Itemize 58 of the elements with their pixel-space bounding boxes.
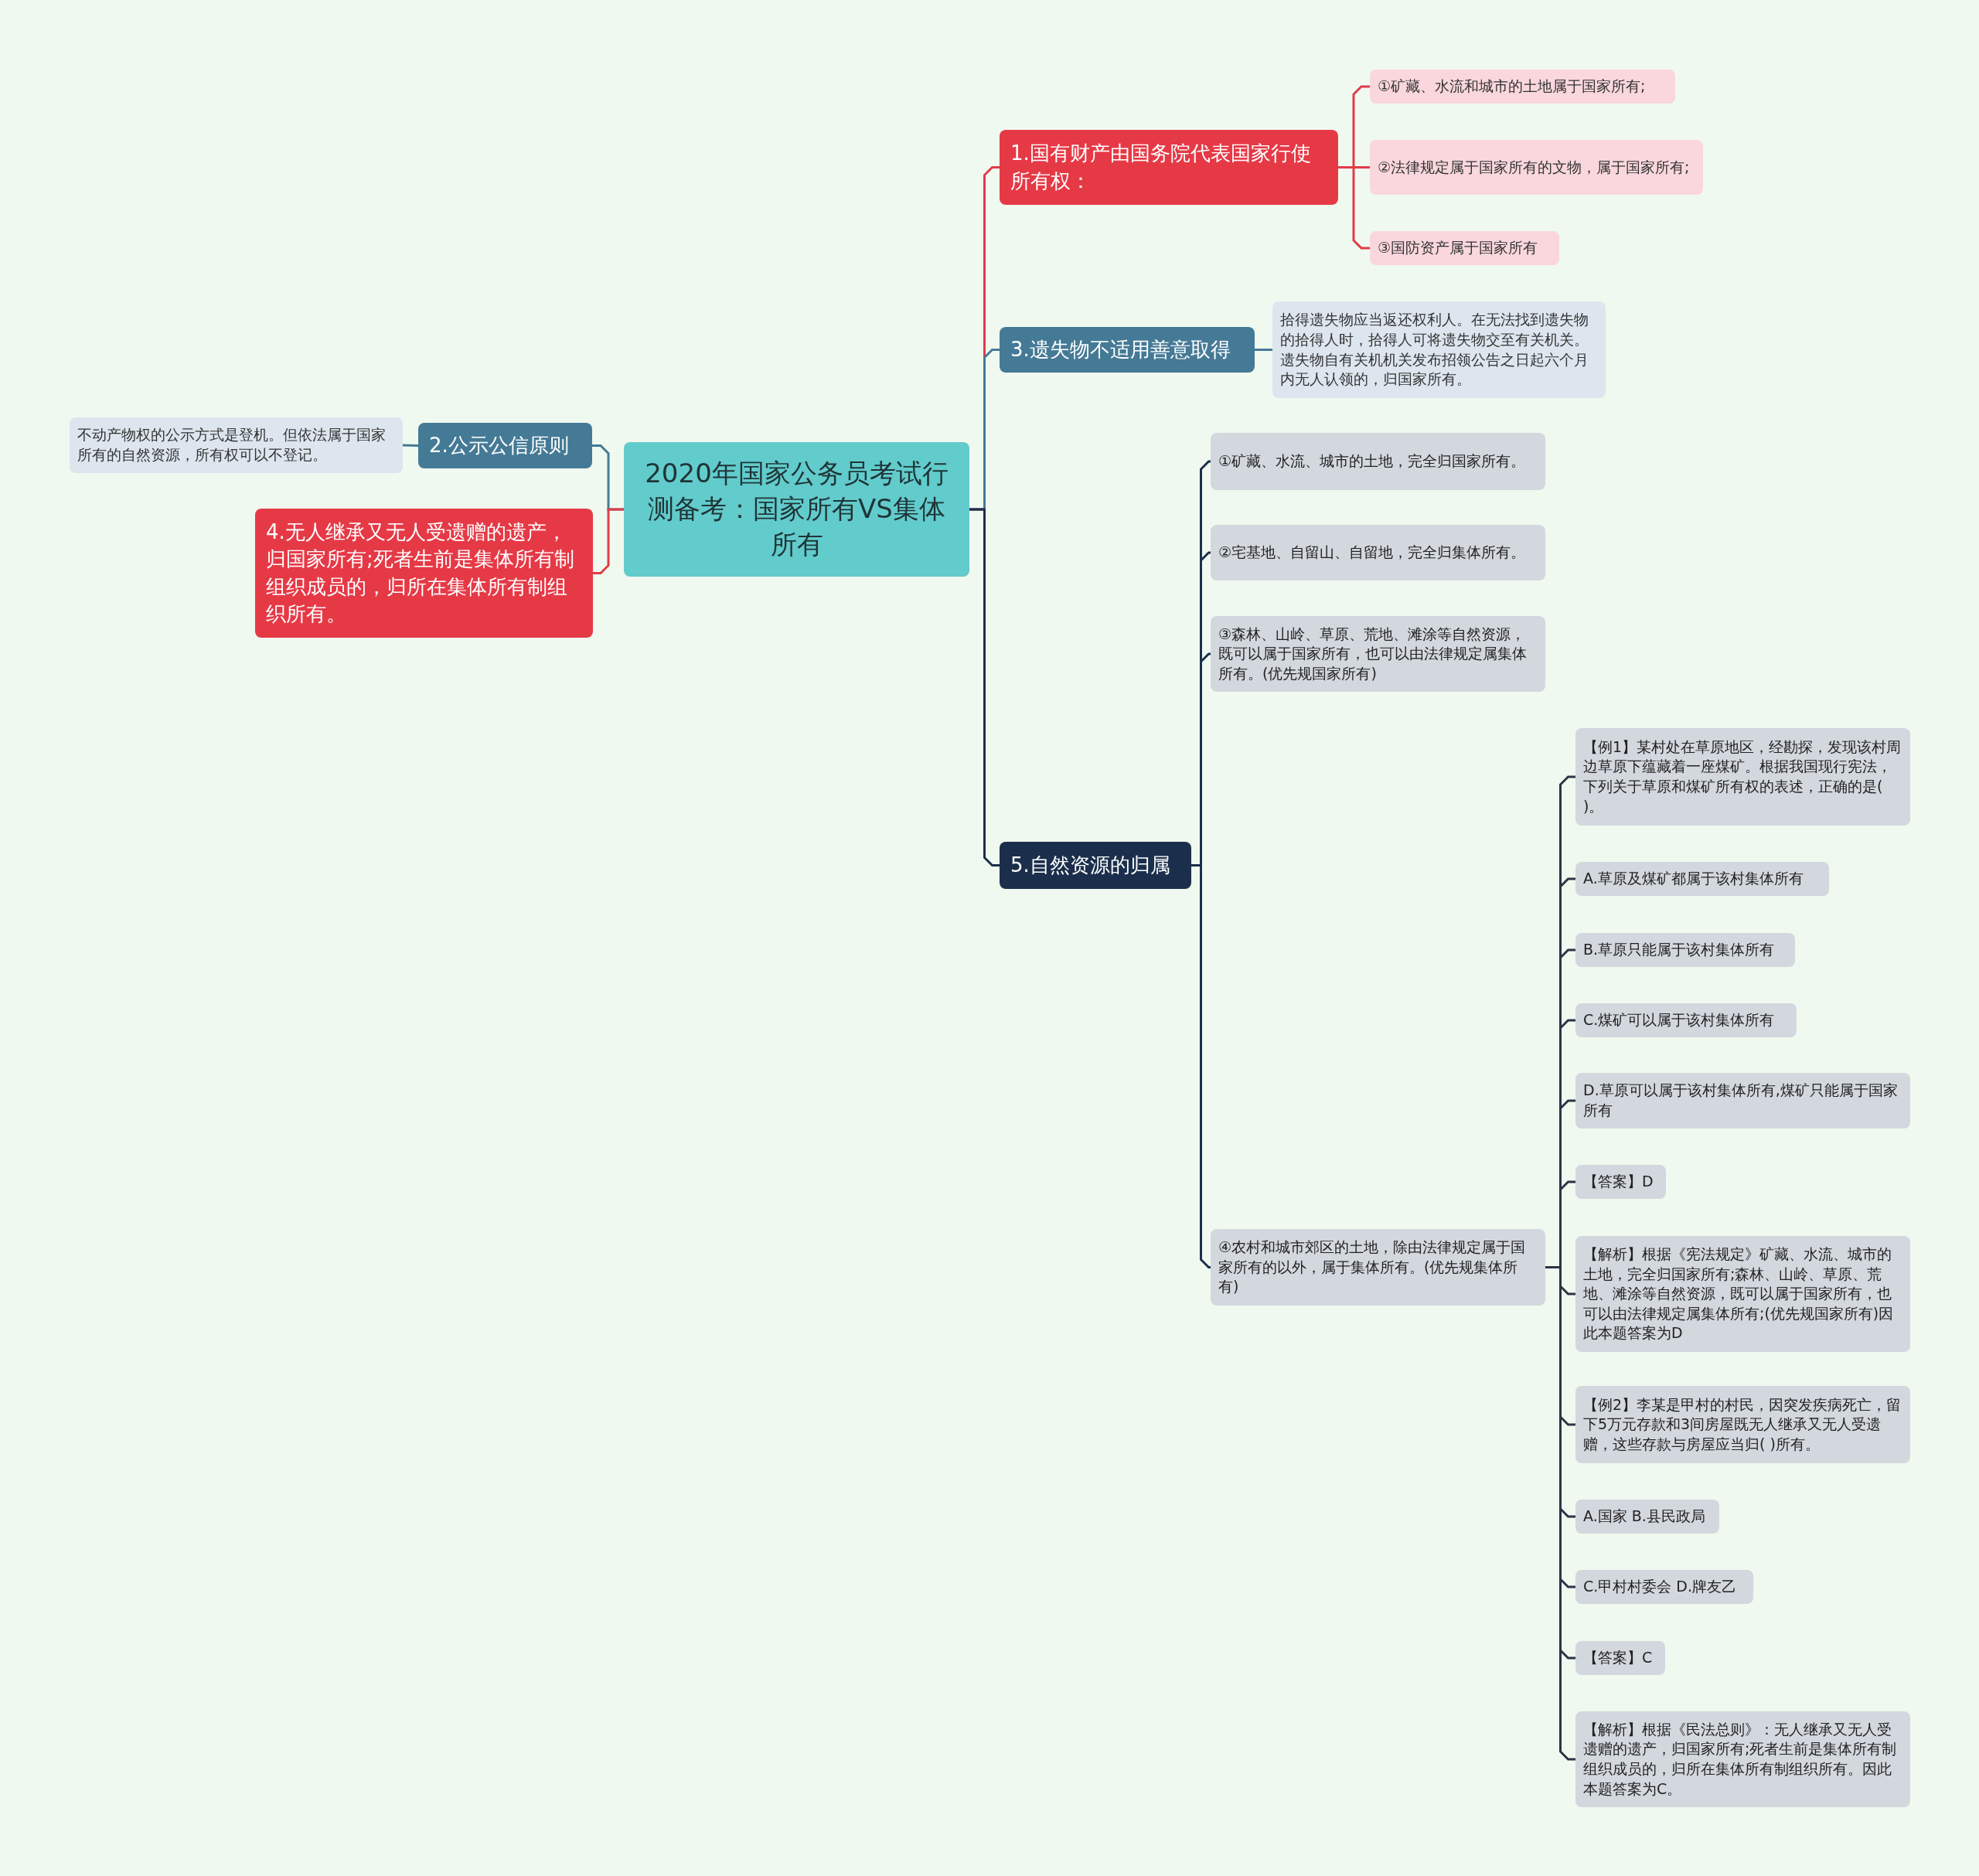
subtopic-box bbox=[1272, 301, 1606, 398]
subtopic-text: ③国防资产属于国家所有 bbox=[1378, 238, 1539, 258]
subtopic-text: ①矿藏、水流、城市的土地，完全归国家所有。 bbox=[1218, 451, 1527, 472]
subtopic-box bbox=[70, 417, 403, 473]
subtopic-text: 【答案】C bbox=[1583, 1648, 1654, 1668]
topic-text: 2.公示公信原则 bbox=[429, 432, 570, 458]
subtopic-text: C.甲村村委会 D.牌友乙 bbox=[1583, 1577, 1737, 1597]
topic-text: 4.无人继承又无人受遗赠的遗产，归国家所有;死者生前是集体所有制组织成员的，归所在集体所有制组织所有。 bbox=[266, 519, 575, 627]
subtopic-text: 不动产物权的公示方式是登机。但依法属于国家所有的自然资源，所有权可以不登记。 bbox=[77, 425, 387, 465]
subtopic-box bbox=[1575, 1165, 1666, 1199]
subtopic-box bbox=[1575, 1500, 1719, 1534]
subtopic-text: 【答案】D bbox=[1583, 1172, 1654, 1192]
subtopic-text: ④农村和城市郊区的土地，除由法律规定属于国家所有的以外，属于集体所有。(优先规集体所有) bbox=[1218, 1238, 1527, 1297]
subtopic-text: 拾得遗失物应当返还权利人。在无法找到遗失物的拾得人时，拾得人可将遗失物交至有关机关。遗失物自有关机机关发布招领公告之日起六个月内无人认领的，归国家所有。 bbox=[1280, 310, 1589, 390]
central-topic-text: 2020年国家公务员考试行测备考：国家所有VS集体所有 bbox=[644, 457, 949, 561]
subtopic-box bbox=[1575, 933, 1795, 967]
subtopic-text: 【解析】根据《民法总则》：无人继承又无人受遗赠的遗产，归国家所有;死者生前是集体所有制组织成员的，归所在集体所有制组织所有。因此本题答案为C。 bbox=[1583, 1719, 1898, 1799]
subtopic-box bbox=[1575, 1073, 1910, 1129]
subtopic-box bbox=[1575, 1570, 1753, 1604]
subtopic-box bbox=[1575, 728, 1910, 826]
main-topic-box bbox=[1000, 130, 1338, 205]
subtopic-text: ②宅基地、自留山、自留地，完全归集体所有。 bbox=[1218, 543, 1527, 563]
connector-line bbox=[1255, 349, 1272, 351]
main-topic-box bbox=[1000, 842, 1191, 889]
subtopic-text: 【例2】李某是甲村的村民，因突发疾病死亡，留下5万元存款和3间房屋既无人继承又无人受遗赠，这些存款与房屋应当归( )所有。 bbox=[1583, 1394, 1902, 1454]
subtopic-text: A.国家 B.县民政局 bbox=[1583, 1507, 1706, 1527]
subtopic-box bbox=[1575, 1386, 1910, 1463]
subtopic-box bbox=[1575, 1236, 1910, 1352]
subtopic-box bbox=[1211, 525, 1545, 581]
subtopic-box bbox=[1575, 862, 1829, 896]
connector-line bbox=[969, 508, 1000, 867]
subtopic-text: 【例1】某村处在草原地区，经勘探，发现该村周边草原下蕴藏着一座煤矿。根据我国现行宪法，下列关于草原和煤矿所有权的表述，正确的是( )。 bbox=[1583, 737, 1902, 816]
main-topic-box bbox=[1000, 327, 1255, 373]
subtopic-text: ①矿藏、水流和城市的土地属于国家所有; bbox=[1378, 77, 1647, 97]
subtopic-box bbox=[1575, 1003, 1797, 1037]
subtopic-text: D.草原可以属于该村集体所有,煤矿只能属于国家所有 bbox=[1583, 1081, 1899, 1120]
subtopic-box bbox=[1575, 1711, 1910, 1807]
subtopic-box bbox=[1370, 70, 1675, 104]
subtopic-text: B.草原只能属于该村集体所有 bbox=[1583, 940, 1776, 960]
main-topic-box bbox=[418, 423, 592, 468]
main-topic-box bbox=[255, 509, 593, 638]
subtopic-text: ③森林、山岭、草原、荒地、滩涂等自然资源，既可以属于国家所有，也可以由法律规定属集体所有。(优先规国家所有) bbox=[1218, 624, 1528, 683]
central-topic-box bbox=[624, 442, 969, 577]
connector-line bbox=[402, 444, 419, 447]
subtopic-text: ②法律规定属于国家所有的文物，属于国家所有; bbox=[1378, 157, 1691, 177]
connector-line bbox=[593, 508, 624, 574]
subtopic-text: 【解析】根据《宪法规定》矿藏、水流、城市的土地，完全归国家所有;森林、山岭、草原、荒地、滩涂等自然资源，既可以属于国家所有，也可以由法律规定属集体所有;(优先规国家所有)因此本题答案为D bbox=[1583, 1244, 1895, 1343]
topic-text: 1.国有财产由国务院代表国家行使所有权： bbox=[1010, 141, 1312, 194]
subtopic-box bbox=[1575, 1641, 1665, 1675]
subtopic-box bbox=[1211, 1229, 1545, 1306]
subtopic-text: A.草原及煤矿都属于该村集体所有 bbox=[1583, 869, 1804, 889]
topic-text: 5.自然资源的归属 bbox=[1010, 852, 1171, 878]
subtopic-box bbox=[1370, 140, 1703, 195]
subtopic-text: C.煤矿可以属于该村集体所有 bbox=[1583, 1010, 1776, 1030]
topic-text: 3.遗失物不适用善意取得 bbox=[1010, 336, 1231, 363]
subtopic-box bbox=[1211, 433, 1545, 490]
subtopic-box bbox=[1211, 616, 1545, 692]
subtopic-box bbox=[1370, 231, 1559, 265]
